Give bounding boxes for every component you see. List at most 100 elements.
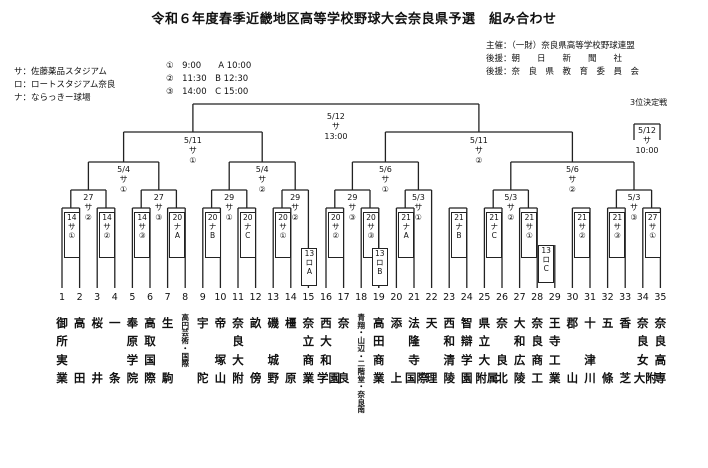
- match-info: 5/6 サ ①: [378, 165, 392, 194]
- team-name: 西 大 和 学園: [317, 316, 340, 386]
- team-number: 21: [407, 292, 421, 303]
- venue-item: ロ：ロートスタジアム奈良: [14, 80, 116, 90]
- match-box: 20 サ ①: [275, 212, 291, 258]
- team-name: 西 和 清 陵: [443, 316, 455, 386]
- team-number: 32: [601, 292, 614, 303]
- time-slot: ③ 14:00: [166, 87, 207, 97]
- team-name: 天 理: [425, 316, 438, 386]
- team-name: 高 取 国 際: [144, 316, 156, 386]
- team-name: 十 津 川: [584, 316, 596, 386]
- match-box: 20 ナ A: [169, 212, 186, 258]
- team-name: 橿 原: [285, 316, 297, 386]
- time-legend: ① 9:00 A 10:00 ② 11:30 B 12:30 ③ 14:00 C…: [166, 60, 251, 99]
- match-box: 20 サ ②: [327, 212, 344, 258]
- team-name: 大 和 広 陵: [513, 316, 526, 386]
- team-number: 26: [495, 292, 509, 303]
- team-name: 智 辯 学 園: [461, 316, 473, 386]
- team-name: 法 隆 寺 国際: [405, 316, 428, 386]
- team-name: 畝 傍: [249, 316, 262, 386]
- team-number: 30: [566, 292, 579, 303]
- match-box: 21 サ ③: [609, 212, 626, 258]
- team-name: 奈 良 女 大附: [633, 316, 657, 386]
- time-slot: ② 11:30: [166, 74, 207, 84]
- match-box: 21 サ ①: [521, 212, 538, 258]
- venue-item: ナ：ならっきー球場: [14, 93, 91, 103]
- team-number: 20: [390, 292, 403, 303]
- team-name: 県 立 大 附属: [475, 316, 499, 386]
- match-box: 27 サ ①: [644, 212, 661, 258]
- time-slot: B 12:30: [215, 74, 249, 84]
- team-number: 7: [164, 292, 171, 303]
- team-number: 18: [355, 292, 368, 303]
- organizer-line: 後援：朝 日 新 聞 社: [486, 54, 623, 64]
- team-number: 33: [619, 292, 632, 303]
- team-name: 奈 良 商 工: [531, 316, 543, 386]
- match-box: 14 サ ②: [99, 212, 115, 258]
- team-number: 19: [372, 292, 385, 303]
- match-box: 14 サ ③: [134, 212, 151, 258]
- team-name: 王 寺 工 業: [549, 316, 561, 386]
- team-number: 17: [337, 292, 350, 303]
- team-number: 15: [302, 292, 315, 303]
- match-box: 13 ロ B: [371, 248, 388, 286]
- match-info: 5/3 サ ①: [411, 193, 425, 222]
- team-number: 23: [443, 292, 456, 303]
- team-name: 五 條: [601, 316, 614, 386]
- match-info: 5/11 サ ①: [183, 136, 202, 165]
- team-name: 奈 立 商 業: [302, 316, 315, 386]
- team-name: 桜 井: [91, 316, 103, 386]
- team-name: 奈 良 北: [496, 316, 508, 386]
- team-number: 16: [319, 292, 333, 303]
- match-info: 29 サ ①: [224, 193, 235, 222]
- time-slot: ① 9:00: [166, 61, 202, 71]
- match-box: 21 サ ②: [574, 212, 591, 258]
- team-number: 29: [548, 292, 561, 303]
- team-number: 3: [94, 292, 101, 303]
- venue-legend: サ：佐藤薬品スタジアム ロ：ロートスタジアム奈良 ナ：ならっきー球場: [14, 66, 115, 105]
- match-info: 5/6 サ ②: [565, 165, 579, 194]
- team-name: 奈 良 高 専: [654, 316, 667, 386]
- team-name: 香 芝: [619, 316, 631, 386]
- team-name: 帝 塚 山: [214, 316, 227, 386]
- time-slot: A 10:00: [218, 61, 252, 71]
- match-info: 29 サ ③: [347, 193, 358, 222]
- team-number: 34: [636, 292, 649, 303]
- match-info: 27 サ ②: [83, 193, 94, 222]
- page-title: 令和６年度春季近畿地区高等学校野球大会奈良県予選 組み合わせ: [151, 12, 557, 27]
- team-name: 一 条: [109, 316, 121, 386]
- match-box: 13 ロ C: [538, 245, 555, 283]
- match-info: 27 サ ③: [153, 193, 164, 222]
- team-name: 高 円 芸 術 ・ 国 際: [181, 313, 189, 369]
- match-info: 5/12 サ 10:00: [635, 126, 659, 155]
- team-number: 5: [129, 292, 136, 303]
- match-box: 21 ナ B: [451, 212, 467, 258]
- team-name: 高 田 商 業: [373, 316, 385, 386]
- team-number: 14: [284, 292, 297, 303]
- match-box: 20 ナ B: [204, 212, 221, 258]
- match-box: 21 ナ C: [486, 212, 503, 258]
- team-name: 御 所 実 業: [56, 316, 68, 386]
- team-number: 11: [231, 292, 245, 303]
- match-box: 21 ナ A: [398, 212, 415, 258]
- team-number: 2: [76, 292, 83, 303]
- team-number: 31: [583, 292, 597, 303]
- match-info: 5/4 サ ①: [117, 165, 131, 194]
- team-name: 奈 良: [337, 316, 350, 386]
- team-name: 郡 山: [566, 316, 579, 386]
- time-slot: C 15:00: [215, 87, 249, 97]
- team-name: 生 駒: [161, 316, 174, 386]
- team-number: 25: [478, 292, 491, 303]
- team-number: 9: [199, 292, 206, 303]
- team-name: 奉 原 学 院: [126, 316, 139, 386]
- match-box: 20 サ ③: [363, 212, 379, 258]
- match-info: 5/4 サ ②: [255, 165, 269, 194]
- match-info: 5/12 サ 13:00: [324, 112, 348, 141]
- team-name: 磯 城 野: [267, 316, 279, 386]
- match-box: 20 ナ C: [239, 212, 256, 258]
- team-number: 22: [425, 292, 438, 303]
- match-info: 5/11 サ ②: [469, 136, 488, 165]
- match-info: 5/3 サ ②: [504, 193, 518, 222]
- match-box: 14 サ ①: [63, 212, 80, 258]
- match-box: 13 ロ A: [301, 248, 318, 286]
- team-number: 10: [214, 292, 227, 303]
